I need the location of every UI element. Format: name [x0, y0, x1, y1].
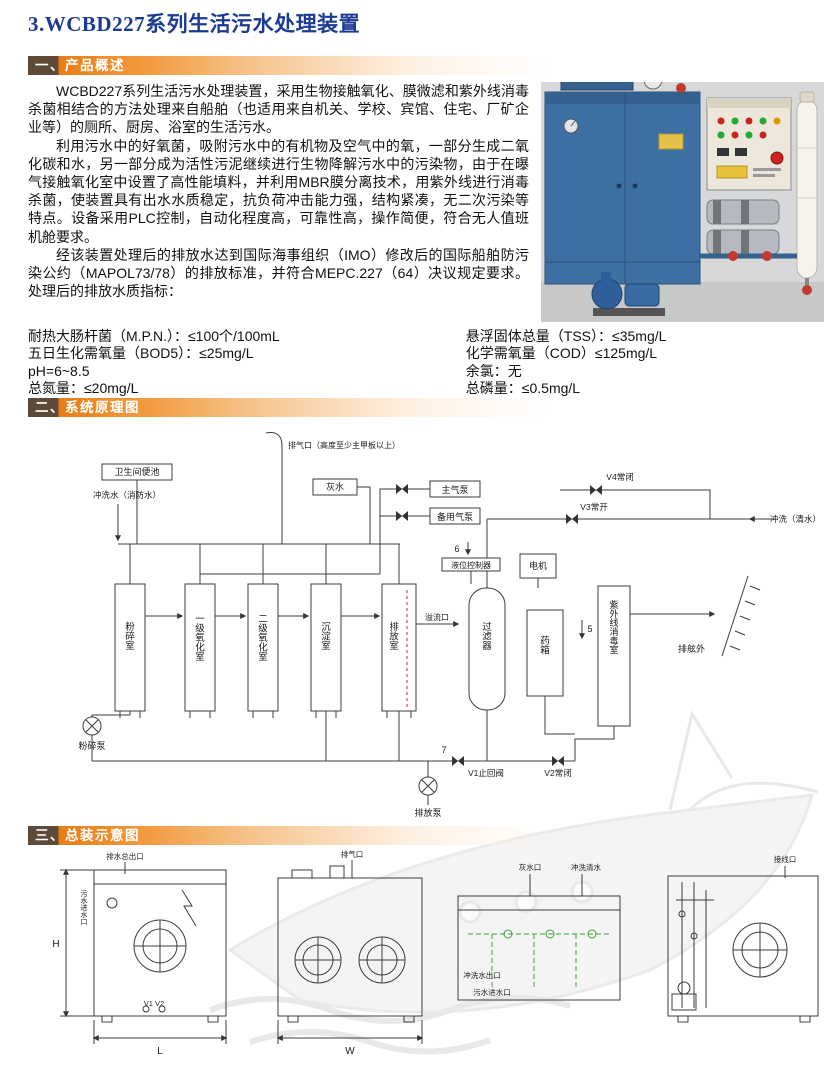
vent-port-label: 排气口	[341, 849, 364, 859]
section-header-overview: 一、产品概述	[28, 56, 822, 75]
motor-box	[519, 553, 557, 579]
photo-top-piping	[560, 82, 686, 93]
drain-outlet-label: 排水总出口	[106, 851, 144, 861]
valve-v2-label: V2常闭	[544, 768, 571, 778]
overview-paragraph-1: WCBD227系列生活污水处理装置，采用生物接触氧化、膜微滤和紫外线消毒杀菌相结…	[28, 83, 529, 136]
tank-oxidation-1-label: 一级氧化室	[195, 614, 205, 663]
sewage-inlet-label-top: 污水进水口	[473, 987, 511, 997]
photo-control-panel	[706, 97, 792, 191]
flush-clean-water-label: 冲洗（清水）	[770, 514, 821, 524]
system-schematic-diagram: 排气口（高度至少主甲板以上） 卫生间便池 冲洗水（消防水） 灰水 主气泵 备用气…	[78, 432, 821, 818]
assembly-view-side	[93, 869, 227, 1017]
spec-list: 耐热大肠杆菌（M.P.N.）：≤100个/100mL 五日生化需氧量（BOD5）…	[28, 322, 824, 396]
schematic-valve-symbols	[396, 484, 602, 766]
assembly-view-end	[667, 875, 819, 1017]
spec-column-right: 悬浮固体总量（TSS）：≤35mg/L 化学需氧量（COD）≤125mg/L 余…	[466, 328, 824, 396]
backup-air-pump-box	[429, 507, 481, 525]
tank-settling	[310, 583, 342, 712]
assembly-labels: 排水总出口 污水进水口 V1 V2 H L 排气口 W 灰水口 冲洗清水 冲洗水…	[52, 849, 796, 1057]
photo-main-tank	[544, 91, 701, 285]
overflow-label: 溢流口	[425, 612, 449, 622]
assembly-drawings: 排水总出口 污水进水口 V1 V2 H L 排气口 W 灰水口 冲洗清水 冲洗水…	[52, 849, 819, 1057]
ship-watermark	[208, 710, 819, 1055]
page-title: 3.WCBD227系列生活污水处理装置	[28, 12, 361, 36]
flush-fire-water-label: 冲洗水（消防水）	[93, 490, 161, 500]
filter-vessel	[468, 587, 506, 711]
spec-line: 耐热大肠杆菌（M.P.N.）：≤100个/100mL	[28, 328, 280, 344]
filter-label: 过滤器	[482, 621, 492, 652]
crusher-pump-label: 粉碎泵	[78, 740, 105, 751]
uv-chamber	[597, 585, 631, 727]
spec-column-left: 耐热大肠杆菌（M.P.N.）：≤100个/100mL 五日生化需氧量（BOD5）…	[28, 328, 466, 396]
vent-label: 排气口（高度至少主甲板以上）	[288, 440, 400, 450]
level-controller-box	[441, 557, 501, 572]
spec-line: 余氯：无	[465, 362, 522, 379]
valve-v4-label: V4常闭	[606, 472, 633, 482]
chemical-box	[526, 609, 564, 697]
flush-water-outlet-label: 冲洗水出口	[463, 970, 501, 980]
tank-oxidation-2	[247, 583, 279, 712]
assembly-linework	[60, 860, 819, 1044]
overview-paragraph-2: 利用污水中的好氧菌，吸附污水中的有机物及空气中的氧，一部分生成二氧化碳和水，另一…	[28, 137, 529, 245]
sewage-inlet-label-side: 污水进水口	[81, 890, 88, 926]
tank-crush	[114, 583, 146, 712]
section-header-schematic-label: 二、系统原理图	[35, 400, 140, 415]
toilet-label: 卫生间便池	[114, 466, 159, 477]
level-controller-label: 液位控制器	[451, 560, 491, 570]
dimension-h-label: H	[52, 939, 59, 950]
flush-clean-water-port-label: 冲洗清水	[571, 862, 601, 872]
overview-paragraph-3: 经该装置处理后的排放水达到国际海事组织（IMO）修改后的国际船舶防污染公约（MA…	[28, 246, 529, 300]
overview-section: WCBD227系列生活污水处理装置，采用生物接触氧化、膜微滤和紫外线消毒杀菌相结…	[28, 82, 824, 396]
chemical-box-label: 药箱	[540, 636, 550, 657]
tank-discharge	[381, 583, 417, 712]
section-header-assembly: 三、总装示意图	[28, 826, 822, 845]
discharge-pump-label: 排放泵	[414, 807, 441, 818]
main-air-pump-box	[429, 480, 481, 498]
motor-label: 电机	[529, 560, 547, 571]
valves-v1-v2-label: V1 V2	[144, 999, 164, 1008]
photo-pump	[591, 251, 797, 316]
product-photo	[541, 82, 824, 322]
tank-oxidation-2-label: 二级氧化室	[258, 614, 268, 663]
spec-line: 总磷量：≤0.5mg/L	[465, 380, 581, 396]
schematic-equipment	[82, 463, 631, 796]
tank-settling-label: 沉淀室	[321, 622, 331, 652]
section-header-overview-label: 一、产品概述	[35, 58, 125, 73]
assembly-green-piping	[468, 929, 612, 988]
wiring-port-label: 接线口	[774, 854, 797, 864]
tank-oxidation-1	[184, 583, 216, 712]
grey-water-box	[312, 478, 358, 496]
section-header-assembly-label: 三、总装示意图	[35, 828, 140, 843]
number-7: 7	[441, 745, 446, 755]
number-6: 6	[454, 544, 459, 554]
assembly-view-top	[457, 895, 621, 1001]
tank-crush-label: 粉碎室	[125, 621, 135, 652]
photo-membrane-column	[796, 91, 818, 295]
number-5: 5	[587, 624, 592, 634]
spec-line: 总氮量：≤20mg/L	[28, 380, 139, 396]
schematic-pipework	[91, 432, 775, 805]
overboard-label: 排舷外	[678, 643, 705, 654]
spec-line: pH=6~8.5	[28, 362, 90, 379]
spec-line: 化学需氧量（COD）≤125mg/L	[465, 345, 658, 362]
spec-line: 五日生化需氧量（BOD5）：≤25mg/L	[28, 345, 254, 362]
uv-chamber-label: 紫外线消毒室	[609, 600, 618, 655]
section-header-schematic: 二、系统原理图	[28, 398, 822, 417]
dimension-w-label: W	[345, 1046, 355, 1057]
grey-water-label: 灰水	[326, 481, 344, 492]
schematic-labels: 排气口（高度至少主甲板以上） 卫生间便池 冲洗水（消防水） 灰水 主气泵 备用气…	[78, 440, 821, 818]
dimension-l-label: L	[157, 1046, 163, 1057]
toilet-box	[101, 463, 173, 481]
valve-v1-label: V1止回阀	[468, 768, 504, 778]
spec-line: 悬浮固体总量（TSS）：≤35mg/L	[465, 328, 667, 344]
product-photo-graphic	[541, 82, 824, 322]
tank-discharge-label: 排放室	[389, 621, 399, 652]
assembly-view-front	[277, 877, 423, 1017]
backup-air-pump-label: 备用气泵	[437, 511, 473, 522]
valve-v3-label: V3常开	[580, 502, 608, 512]
main-air-pump-label: 主气泵	[441, 484, 468, 495]
grey-water-port-label: 灰水口	[519, 862, 542, 872]
